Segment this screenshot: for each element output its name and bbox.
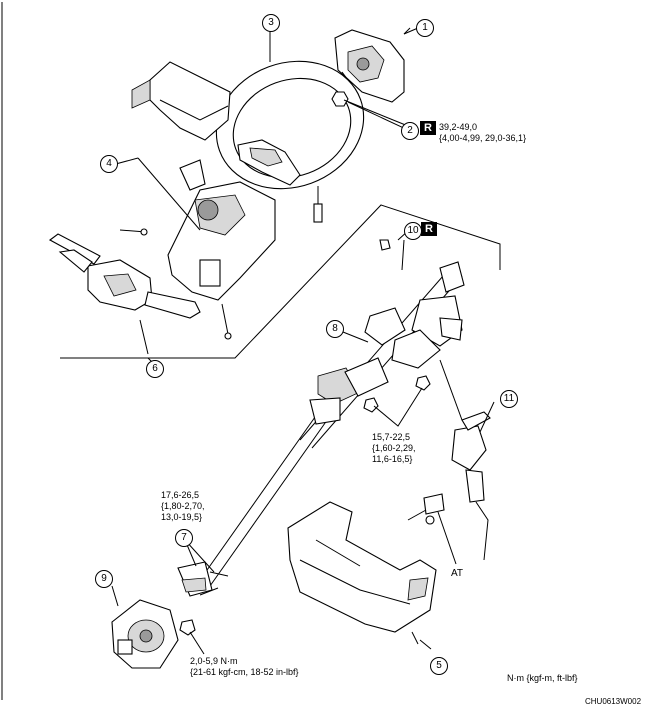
steering-boot — [111, 585, 205, 669]
torque-spec-item8-line1: 15,7-22,5 — [372, 432, 411, 442]
callout-11: 11 — [500, 390, 518, 408]
callout-7: 7 — [175, 529, 193, 547]
replace-badge-10: R — [421, 222, 437, 236]
callout-9: 9 — [95, 570, 113, 588]
callout-2: 2 — [401, 122, 419, 140]
upper-column-cover — [131, 61, 231, 141]
torque-spec-item8-line2: {1,60-2,29, — [372, 443, 416, 453]
torque-spec-item8: 15,7-22,5 {1,60-2,29, 11,6-16,5} — [372, 432, 416, 465]
steering-wheel — [215, 30, 365, 223]
torque-spec-item2: 39,2-49,0 {4,00-4,99, 29,0-36,1} — [439, 122, 526, 144]
callout-1: 1 — [416, 19, 434, 37]
torque-spec-item7-line1: 17,6-26,5 — [161, 490, 200, 500]
leader-1 — [403, 27, 411, 35]
torque-spec-item9-line2: {21-61 kgf-cm, 18-52 in-lbf} — [190, 667, 299, 677]
universal-joint — [177, 539, 229, 597]
callout-8: 8 — [326, 320, 344, 338]
leader-5 — [419, 639, 432, 650]
lower-panel — [287, 501, 437, 645]
units-legend: N·m {kgf-m, ft-lbf} — [507, 673, 578, 683]
airbag-module — [334, 27, 419, 103]
torque-spec-item7-line3: 13,0-19,5} — [161, 512, 203, 522]
torque-spec-item7-line2: {1,80-2,70, — [161, 501, 205, 511]
column-nuts — [363, 375, 431, 427]
steering-column — [299, 239, 465, 449]
key-interlock — [407, 359, 495, 565]
callout-5: 5 — [430, 657, 448, 675]
replace-badge-2: R — [420, 121, 436, 135]
figure-code: CHU0613W002 — [585, 697, 642, 706]
callout-10: 10 — [404, 222, 422, 240]
torque-spec-item9-line1: 2,0-5,9 N·m — [190, 656, 238, 666]
torque-spec-item7: 17,6-26,5 {1,80-2,70, 13,0-19,5} — [161, 490, 205, 523]
wheel-nut — [331, 91, 409, 127]
assembly-bracket — [60, 204, 501, 359]
combination-switch — [48, 228, 201, 355]
callout-4: 4 — [100, 155, 118, 173]
leader-2 — [347, 101, 409, 131]
torque-spec-item8-line3: 11,6-16,5} — [372, 454, 413, 464]
torque-spec-item2-line1: 39,2-49,0 — [439, 122, 478, 132]
leader-4b — [137, 157, 201, 231]
at-label: AT — [451, 568, 464, 579]
torque-spec-item9: 2,0-5,9 N·m {21-61 kgf-cm, 18-52 in-lbf} — [190, 656, 299, 678]
callout-6: 6 — [146, 360, 164, 378]
intermediate-shaft — [199, 397, 341, 587]
torque-spec-item2-line2: {4,00-4,99, 29,0-36,1} — [439, 133, 527, 143]
lower-column-cover — [167, 159, 276, 340]
callout-3: 3 — [262, 14, 280, 32]
